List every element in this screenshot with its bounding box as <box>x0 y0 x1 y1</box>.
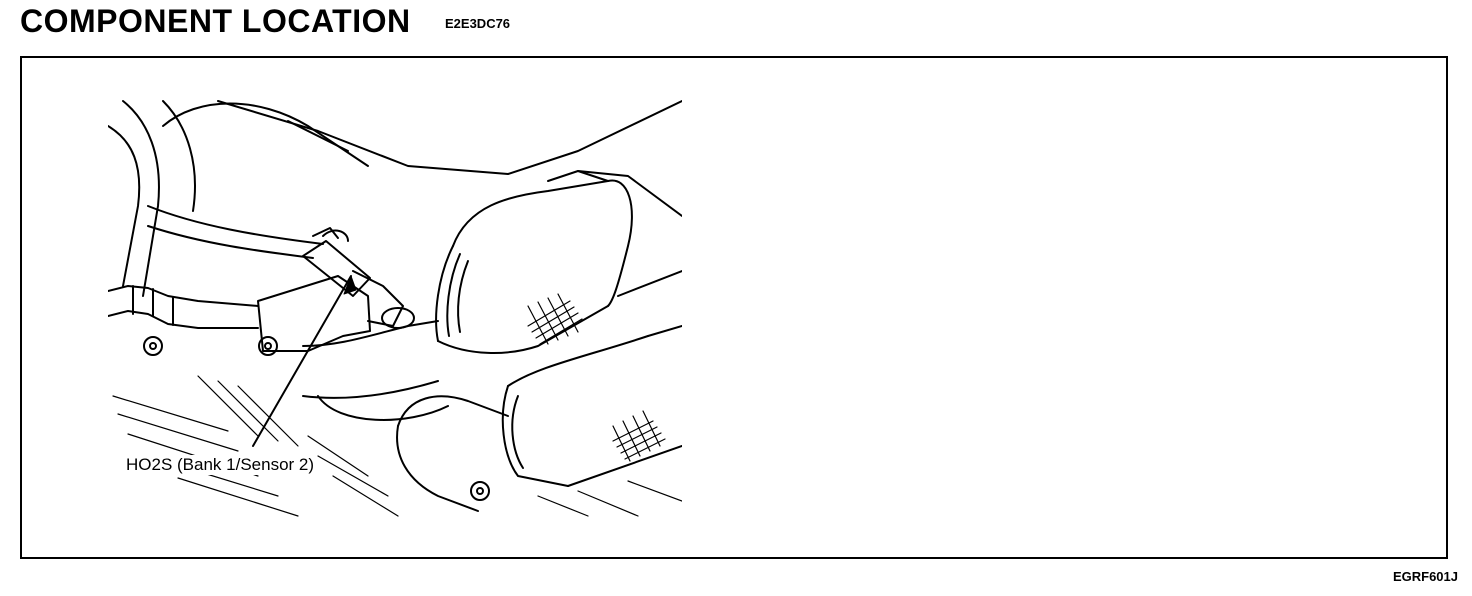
figure-id: EGRF601J <box>1392 569 1458 584</box>
page-title: COMPONENT LOCATION <box>20 3 411 39</box>
figure-frame <box>20 56 1448 559</box>
document-code: E2E3DC76 <box>445 16 511 31</box>
callout-label: HO2S (Bank 1/Sensor 2) <box>124 455 317 475</box>
exhaust-illustration <box>108 100 682 517</box>
